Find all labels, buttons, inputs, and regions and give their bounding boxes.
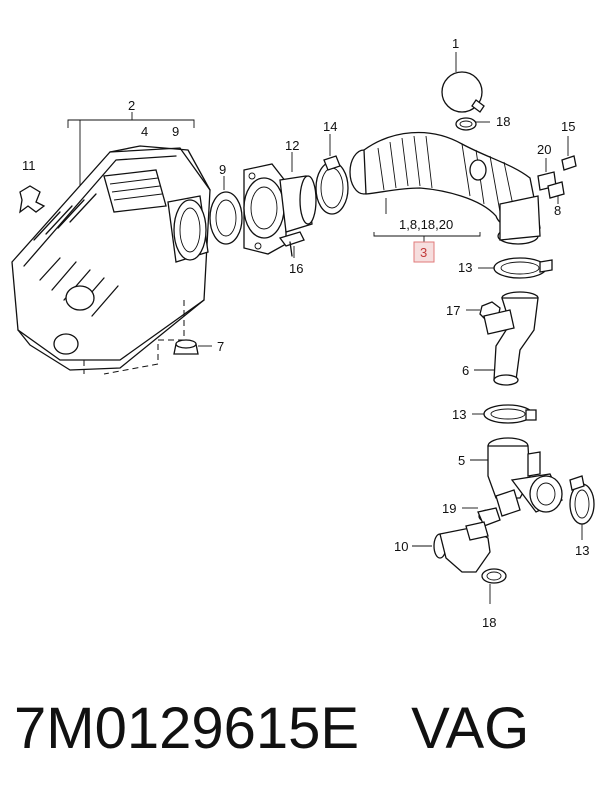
callout-3-highlight (413, 241, 435, 263)
callout-16: 16 (289, 261, 303, 276)
air-filter-housing (11, 145, 211, 375)
part-number: 7M0129615E (14, 696, 360, 761)
hose-clamp-13-right (569, 475, 595, 540)
callout-18-upper: 18 (496, 114, 510, 129)
callout-9: 9 (219, 162, 226, 177)
callout-10: 10 (394, 539, 408, 554)
clip-11 (19, 185, 46, 214)
gasket-9 (209, 176, 243, 245)
cap-1 (441, 52, 485, 113)
intake-hose-3 (349, 131, 541, 245)
callout-14: 14 (323, 119, 337, 134)
callout-1: 1 (452, 36, 459, 51)
callout-7: 7 (217, 339, 224, 354)
callout-13-upper: 13 (458, 260, 472, 275)
callout-15: 15 (561, 119, 575, 134)
fitting-15 (561, 136, 577, 171)
callout-9-top: 9 (172, 124, 179, 139)
callout-13-right: 13 (575, 543, 589, 558)
callout-12: 12 (285, 138, 299, 153)
part-footer: 7M0129615E VAG (14, 694, 594, 764)
callout-17: 17 (446, 303, 460, 318)
callout-group: 1,8,18,20 (399, 217, 453, 232)
callout-4: 4 (141, 124, 148, 139)
hose-clamp-13-upper (478, 257, 553, 279)
grommet-7 (173, 339, 212, 355)
callout-labels: 1 2 4 9 11 9 12 14 18 15 20 8 1,8,18,20 … (22, 36, 589, 630)
elbow-10 (412, 521, 491, 573)
callout-8: 8 (554, 203, 561, 218)
callout-19: 19 (442, 501, 456, 516)
connector-5 (470, 437, 563, 517)
hose-clamp-13-middle (472, 404, 537, 424)
brand-label: VAG (411, 696, 530, 761)
small-clamp-18-upper (455, 117, 490, 131)
hose-clamp-14 (315, 134, 349, 215)
bolt-16 (278, 231, 305, 258)
small-clamp-18-lower (481, 568, 507, 604)
callout-2: 2 (128, 98, 135, 113)
callout-bracket-group (373, 198, 481, 242)
callout-6: 6 (462, 363, 469, 378)
callout-bracket-2 (67, 112, 195, 186)
exploded-parts-diagram: 1 2 4 9 11 9 12 14 18 15 20 8 1,8,18,20 … (11, 36, 595, 630)
intake-pipe-6 (474, 291, 539, 386)
fitting-8 (547, 181, 565, 204)
callout-11: 11 (22, 158, 36, 173)
callout-20: 20 (537, 142, 551, 157)
callout-13-middle: 13 (452, 407, 466, 422)
callout-5: 5 (458, 453, 465, 468)
callout-3: 3 (420, 245, 427, 260)
callout-18-lower: 18 (482, 615, 496, 630)
flange-adaptor-12 (243, 152, 317, 255)
